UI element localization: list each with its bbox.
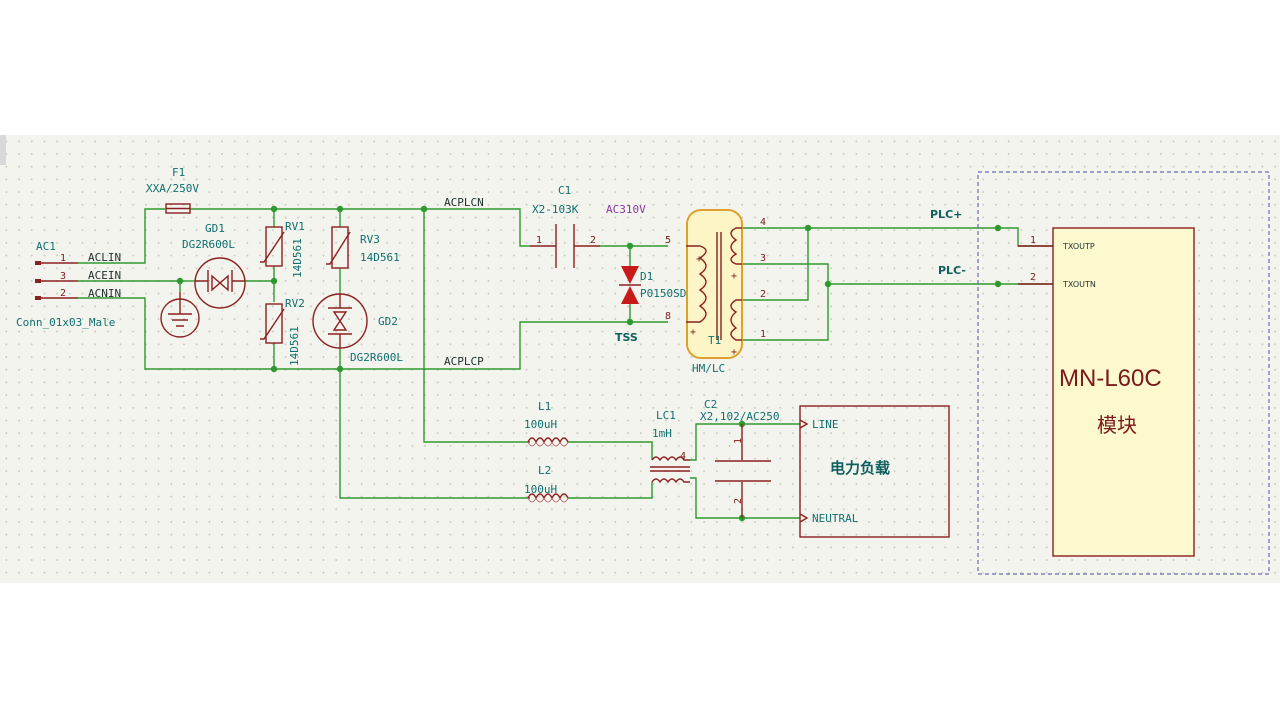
gdt-gd2[interactable]: GD2 DG2R600L — [312, 293, 403, 364]
module-pin-txoutp: TXOUTP — [1062, 242, 1095, 251]
net-acein: ACEIN — [88, 269, 121, 282]
gd2-ref: GD2 — [378, 315, 398, 328]
t1-pin-5: 5 — [665, 235, 671, 246]
varistor-rv2[interactable]: RV2 14D561 — [260, 297, 305, 366]
ac1-ref: AC1 — [36, 240, 56, 253]
t1-pin-3: 3 — [760, 253, 766, 264]
l1-ref: L1 — [538, 400, 551, 413]
module-pin-txoutn: TXOUTN — [1062, 280, 1096, 289]
rv1-ref: RV1 — [285, 220, 305, 233]
c2-value: X2,102/AC250 — [700, 410, 779, 423]
module-pin-1-no: 1 — [1030, 235, 1036, 246]
gd1-value: DG2R600L — [182, 238, 235, 251]
module-mn-l60c[interactable]: 1 2 TXOUTP TXOUTN MN-L60C 模块 — [1018, 227, 1195, 557]
f1-ref: F1 — [172, 166, 185, 179]
l1-value: 100uH — [524, 418, 557, 431]
svg-text:+: + — [731, 271, 737, 282]
d1-ref: D1 — [640, 270, 653, 283]
gd1-ref: GD1 — [205, 222, 225, 235]
svg-text:+: + — [696, 254, 702, 265]
module-boundary — [977, 171, 1270, 575]
tss-d1[interactable]: D1 P0150SD TSS — [615, 266, 686, 344]
t1-value: HM/LC — [692, 362, 725, 375]
svg-text:+: + — [690, 327, 696, 338]
net-acplcp: ACPLCP — [444, 355, 484, 368]
ac1-value: Conn_01x03_Male — [16, 316, 115, 329]
load-pin-line: LINE — [812, 418, 839, 431]
connector-ac1[interactable]: AC1 1 3 2 ACLIN ACEIN ACNIN Conn_01x03_M… — [16, 240, 121, 329]
ac1-pin-2: 2 — [60, 288, 66, 299]
net-aclin: ACLIN — [88, 251, 121, 264]
varistor-rv1[interactable]: RV1 14D561 — [260, 220, 305, 278]
rv2-value: 14D561 — [288, 326, 301, 366]
t1-pin-2: 2 — [760, 289, 766, 300]
t1-pin-1: 1 — [760, 329, 766, 340]
c2-ref: C2 — [704, 398, 717, 411]
gdt-gd1[interactable]: GD1 DG2R600L — [182, 222, 246, 309]
f1-value: XXA/250V — [146, 182, 199, 195]
lc1-value: 1mH — [652, 427, 672, 440]
capacitor-c2[interactable]: C2 X2,102/AC250 1 2 — [700, 398, 779, 518]
c1-ref: C1 — [558, 184, 571, 197]
transformer-t1[interactable]: + + + + 5 8 4 3 2 1 T1 HM/LC — [665, 209, 766, 375]
net-plc-plus: PLC+ — [930, 208, 962, 221]
c2-pin-2: 2 — [733, 498, 744, 504]
t1-pin-8: 8 — [665, 311, 671, 322]
module-subtitle: 模块 — [1097, 413, 1137, 437]
module-name: MN-L60C — [1059, 365, 1162, 392]
net-acnin: ACNIN — [88, 287, 121, 300]
rv3-ref: RV3 — [360, 233, 380, 246]
d1-type: TSS — [615, 331, 638, 344]
rv3-value: 14D561 — [360, 251, 400, 264]
t1-pin-4: 4 — [760, 217, 766, 228]
ac1-pin-3: 3 — [60, 271, 66, 282]
inductor-l2[interactable]: L2 100uH — [524, 464, 569, 503]
load-title: 电力负载 — [830, 459, 890, 477]
c1-pin-2: 2 — [590, 235, 596, 246]
load-pin-neutral: NEUTRAL — [812, 512, 859, 525]
wires — [78, 208, 1053, 519]
c2-pin-1: 1 — [733, 438, 744, 444]
power-load-block[interactable]: LINE NEUTRAL 电力负载 — [799, 405, 950, 538]
rv1-value: 14D561 — [291, 238, 304, 278]
c1-voltage-note: AC310V — [606, 203, 646, 216]
inductor-l1[interactable]: L1 100uH — [524, 400, 569, 447]
c1-pin-1: 1 — [536, 235, 542, 246]
ground-symbol — [160, 292, 200, 338]
t1-ref: T1 — [708, 334, 721, 347]
module-pin-2-no: 2 — [1030, 272, 1036, 283]
choke-lc1[interactable]: LC1 1mH 4 — [650, 409, 690, 484]
varistor-rv3[interactable]: RV3 14D561 — [326, 226, 400, 269]
fuse-f1[interactable]: F1 XXA/250V — [146, 166, 199, 214]
ac1-pin-1: 1 — [60, 253, 66, 264]
net-plc-minus: PLC- — [938, 264, 966, 277]
c1-value: X2-103K — [532, 203, 579, 216]
d1-value: P0150SD — [640, 287, 686, 300]
capacitor-c1[interactable]: C1 X2-103K AC310V 1 2 — [530, 184, 646, 268]
lc1-pin-4: 4 — [680, 451, 686, 462]
gd2-value: DG2R600L — [350, 351, 403, 364]
junctions — [176, 205, 1002, 522]
rv2-ref: RV2 — [285, 297, 305, 310]
svg-text:+: + — [731, 347, 737, 358]
lc1-ref: LC1 — [656, 409, 676, 422]
l2-ref: L2 — [538, 464, 551, 477]
net-acplcn: ACPLCN — [444, 196, 484, 209]
l2-value: 100uH — [524, 483, 557, 496]
sheet-edge-marker — [0, 135, 6, 165]
